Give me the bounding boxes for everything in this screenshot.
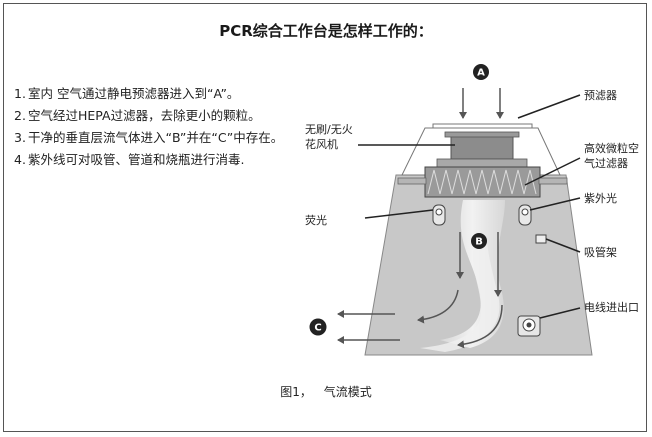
label-pipette-rack: 吸管架	[584, 246, 617, 259]
figure-frame	[3, 3, 647, 432]
leader-line	[529, 197, 581, 211]
label-prefilter: 预滤器	[584, 89, 617, 102]
page-title: PCR综合工作台是怎样工作的：	[219, 22, 433, 40]
svg-text:C: C	[314, 323, 321, 334]
marker-c: C	[309, 318, 327, 336]
prefilter-rim	[432, 123, 533, 128]
step-item: 3.干净的垂直层流气体进入“B”并在“C”中存在。	[14, 130, 284, 145]
svg-text:A: A	[477, 68, 485, 79]
label-fan-line1: 无刷/无火	[305, 123, 353, 136]
airflow-plume	[420, 240, 500, 352]
step-item: 2.空气经过HEPA过滤器，去除更小的颗粒。	[14, 108, 261, 123]
steps-list: 1.室内 空气通过静电预滤器进入到“A”。 2.空气经过HEPA过滤器，去除更小…	[14, 84, 286, 172]
step-item: 1.室内 空气通过静电预滤器进入到“A”。	[14, 86, 240, 101]
leader-line	[524, 157, 581, 186]
filter-shelf	[538, 177, 568, 185]
leader-line	[539, 307, 581, 319]
curved-flow-arrow	[417, 289, 459, 324]
leader-line	[517, 94, 581, 119]
fan-base	[436, 158, 528, 168]
caption-text: 气流模式	[323, 385, 372, 399]
fan-body	[450, 134, 514, 160]
label-fan-line2: 花风机	[305, 138, 338, 151]
svg-text:B: B	[475, 237, 483, 248]
marker-b: B	[471, 233, 487, 249]
leader-line	[364, 209, 434, 219]
caption-figure-number: 图1，	[280, 385, 312, 399]
hepa-pleats	[427, 169, 537, 195]
uv-lamp	[518, 204, 532, 226]
filter-shelf	[397, 177, 427, 185]
label-fluorescent: 荧光	[305, 214, 327, 227]
fan-top	[444, 131, 520, 138]
cord-port	[517, 315, 541, 337]
pipette-rack	[535, 234, 547, 244]
curved-flow-arrow	[457, 304, 503, 349]
leader-line	[545, 238, 581, 253]
step-item: 4.紫外线可对吸管、管道和烧瓶进行消毒.	[14, 152, 245, 167]
label-cord-port: 电线进出口	[584, 301, 639, 314]
label-hepa-line1: 高效微粒空	[584, 142, 639, 155]
marker-a: A	[473, 64, 489, 80]
fluorescent-lamp	[432, 204, 446, 226]
figure-caption: 图1， 气流模式	[0, 383, 652, 400]
label-uv: 紫外光	[584, 192, 617, 205]
label-hepa-line2: 气过滤器	[584, 157, 628, 170]
